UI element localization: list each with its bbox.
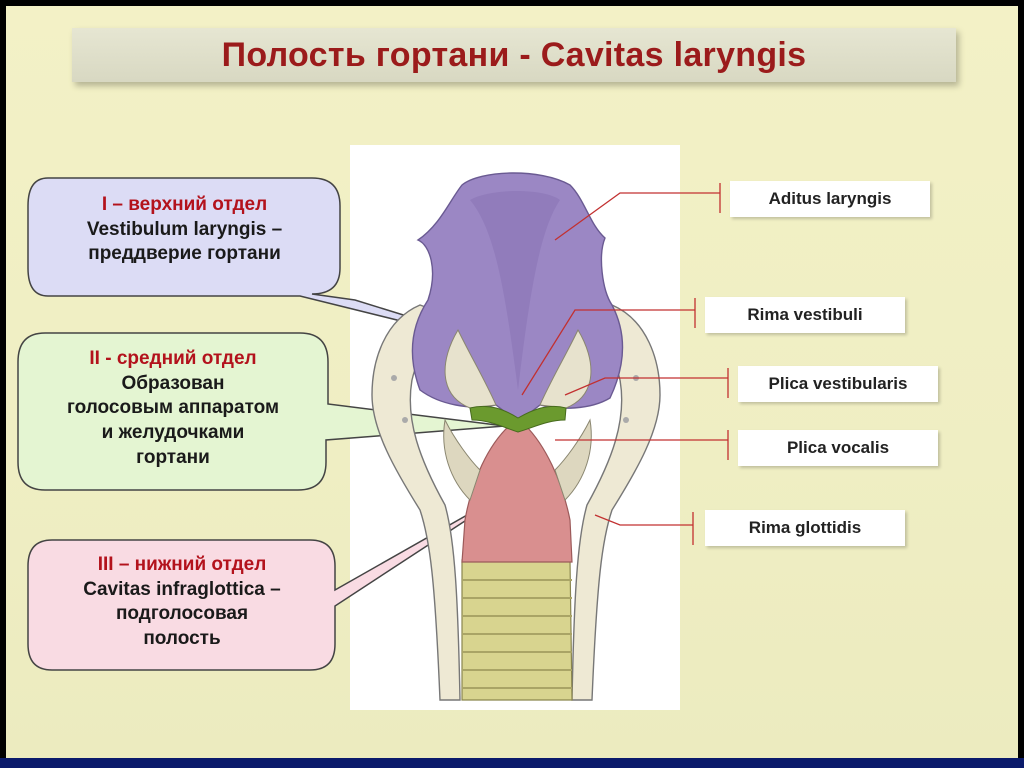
leader-lines	[521, 183, 729, 545]
label-plica-vestibularis: Plica vestibularis	[738, 366, 938, 402]
section-lower-line-2: подголосовая	[115, 603, 249, 625]
label-aditus-laryngis: Aditus laryngis	[730, 181, 930, 217]
section-middle-line-4: гортани	[136, 446, 210, 468]
slide-title: Полость гортани - Cavitas laryngis	[221, 35, 807, 74]
section-upper-text: I – верхний отдел Vestibulum laryngis – …	[32, 193, 337, 267]
plica-vestibularis	[444, 328, 592, 409]
bottom-bar	[0, 758, 1024, 768]
larynx-outer-walls	[371, 304, 661, 701]
label-plica-vocalis: Plica vocalis	[738, 430, 938, 466]
section-lower-line-3: полость	[143, 628, 221, 650]
section-upper-line-1: Vestibulum laryngis –	[86, 218, 283, 240]
section-middle-line-2: голосовым аппаратом	[66, 397, 280, 419]
section-middle-heading: II - средний отдел	[89, 348, 257, 369]
section-upper-heading: I – верхний отдел	[101, 194, 268, 215]
bubble-lower-shape	[27, 484, 521, 671]
cavitas-infraglottica	[461, 424, 573, 563]
section-upper-line-2: преддверие гортани	[88, 243, 281, 265]
vestibulum-laryngis	[411, 172, 624, 423]
section-middle-line-1: Образован	[121, 372, 225, 394]
section-middle-text: II - средний отдел Образован голосовым а…	[22, 347, 324, 470]
section-lower-line-1: Cavitas infraglottica –	[83, 578, 281, 600]
title-bar: Полость гортани - Cavitas laryngis	[72, 28, 956, 82]
section-middle-line-3: и желудочками	[101, 422, 245, 444]
section-lower-text: III – нижний отдел Cavitas infraglottica…	[32, 553, 332, 652]
bubble-middle-shape	[17, 332, 506, 491]
section-lower-heading: III – нижний отдел	[97, 554, 267, 575]
trachea	[461, 559, 573, 701]
label-rima-glottidis: Rima glottidis	[705, 510, 905, 546]
label-rima-vestibuli: Rima vestibuli	[705, 297, 905, 333]
rima-glottidis-fold	[469, 405, 567, 433]
